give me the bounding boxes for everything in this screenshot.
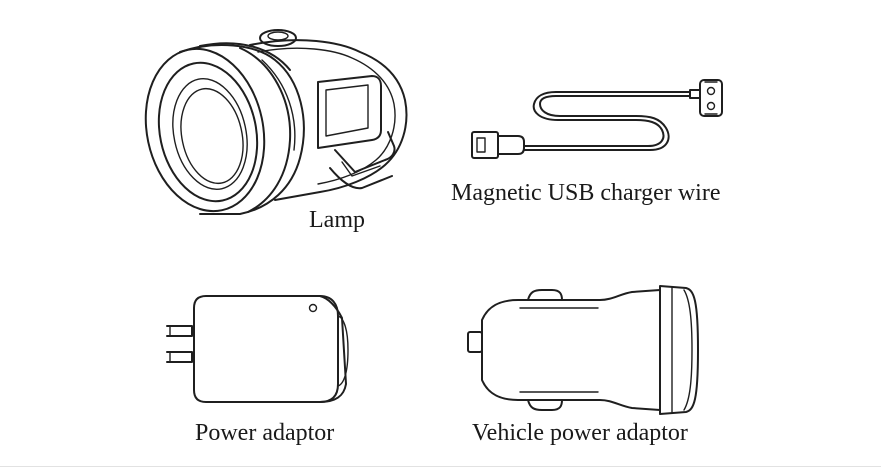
lamp-label: Lamp: [309, 207, 365, 233]
charger-label: Magnetic USB charger wire: [451, 180, 721, 206]
bottom-divider: [0, 466, 881, 467]
vehicle-adaptor-label: Vehicle power adaptor: [472, 420, 688, 446]
power-adaptor-label: Power adaptor: [195, 420, 335, 446]
